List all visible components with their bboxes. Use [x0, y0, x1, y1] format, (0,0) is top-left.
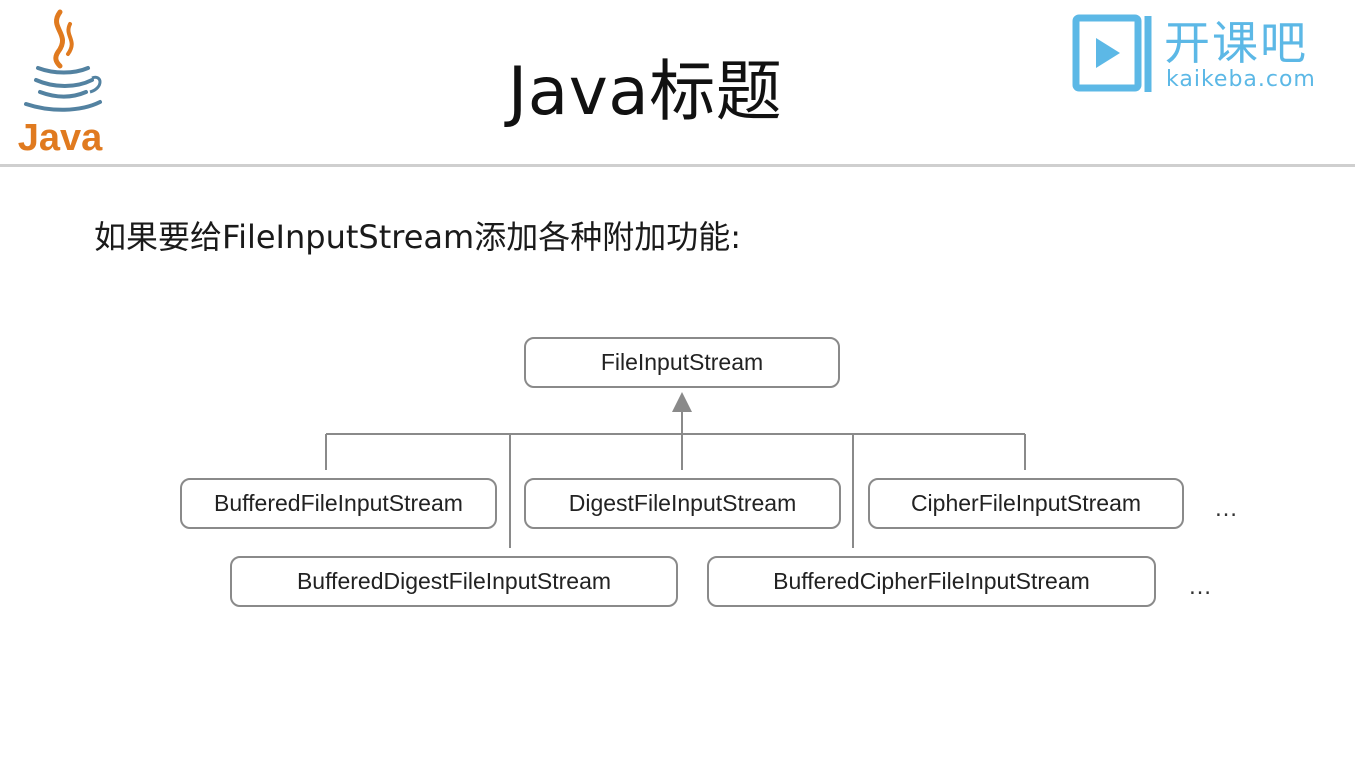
node-buffereddigestfileinputstream: BufferedDigestFileInputStream: [230, 556, 678, 607]
intro-text: 如果要给FileInputStream添加各种附加功能:: [94, 218, 741, 256]
java-logo-text: Java: [18, 117, 103, 159]
node-cipherfileinputstream: CipherFileInputStream: [868, 478, 1184, 529]
brand-domain: kaikeba.com: [1166, 67, 1316, 92]
slide-header: Java Java标题 开课吧 kaikeba.com: [0, 0, 1355, 165]
node-fileinputstream: FileInputStream: [524, 337, 840, 388]
play-screen-icon: [1072, 14, 1152, 92]
header-divider: [0, 164, 1355, 167]
page-title: Java标题: [507, 53, 783, 130]
node-digestfileinputstream: DigestFileInputStream: [524, 478, 841, 529]
brand-name: 开课吧: [1164, 16, 1308, 70]
node-bufferedfileinputstream: BufferedFileInputStream: [180, 478, 497, 529]
more-marker-row2: …: [1188, 573, 1212, 600]
java-logo: Java: [14, 4, 106, 160]
brand-logo: 开课吧 kaikeba.com: [1072, 12, 1347, 96]
node-bufferedcipherfileinputstream: BufferedCipherFileInputStream: [707, 556, 1156, 607]
java-cup-icon: Java: [18, 9, 103, 159]
more-marker-row1: …: [1214, 495, 1238, 522]
